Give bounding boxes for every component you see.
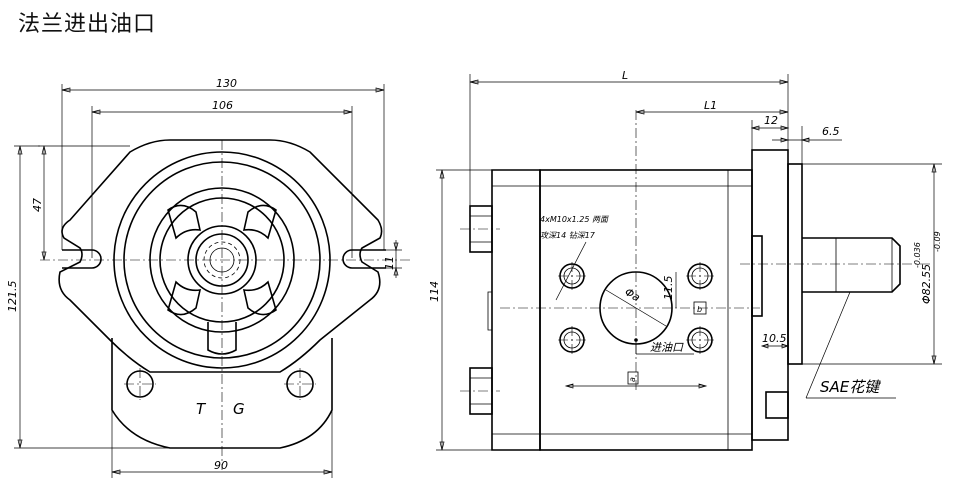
dim-a: a	[628, 377, 637, 382]
dim-l1: L1	[704, 99, 717, 112]
flange-slot	[751, 235, 763, 317]
note-thread: 4xM10x1.25 两面	[540, 215, 610, 224]
front-flange	[751, 149, 789, 441]
dim-l: L	[622, 69, 628, 82]
dim-130: 130	[216, 77, 237, 90]
base-outline	[111, 338, 333, 449]
dim-114: 114	[428, 281, 441, 302]
left-slot	[62, 249, 102, 269]
rib-br	[242, 280, 277, 316]
pump-body	[539, 169, 753, 451]
dim-11-5: 11.5	[662, 276, 675, 301]
right-slot	[342, 249, 386, 269]
side-view: L L1 12 6.5 114 Φ82.55 -0.036 -0.09 10.5	[428, 69, 942, 451]
dim-47: 47	[31, 198, 44, 212]
flange-lug	[765, 391, 789, 419]
dim-6-5: 6.5	[822, 125, 840, 138]
rib-tl	[167, 204, 202, 240]
shaft	[802, 237, 901, 293]
rib-tr	[242, 204, 277, 240]
dim-90: 90	[214, 459, 228, 472]
rear-cover	[491, 169, 541, 451]
note-depth: 攻深14 钻深17	[540, 231, 596, 240]
dim-12: 12	[764, 114, 778, 127]
rib-bottom	[207, 322, 237, 355]
dim-121-5: 121.5	[6, 281, 19, 313]
page-title: 法兰进出油口	[18, 12, 157, 37]
dim-11: 11	[383, 256, 396, 270]
dim-106: 106	[212, 99, 233, 112]
dim-shaft-tol-lower: -0.09	[933, 231, 942, 252]
dim-shaft-dia: Φ82.55	[920, 264, 933, 304]
a-box	[627, 371, 639, 385]
label-g: G	[233, 400, 245, 418]
flange-outline	[58, 139, 383, 373]
rear-port	[487, 291, 492, 331]
dim-shaft-tol-upper: -0.036	[913, 242, 922, 268]
dim-b: b	[697, 305, 702, 314]
label-t: T	[196, 400, 207, 418]
rib-bl	[167, 280, 202, 316]
b-box	[693, 301, 707, 315]
label-inlet: 进油口	[650, 341, 684, 354]
label-spline: SAE花键	[820, 378, 881, 396]
front-view: T G 130 106 47 121.5 11 90	[6, 77, 410, 478]
dim-10-5: 10.5	[762, 332, 787, 345]
